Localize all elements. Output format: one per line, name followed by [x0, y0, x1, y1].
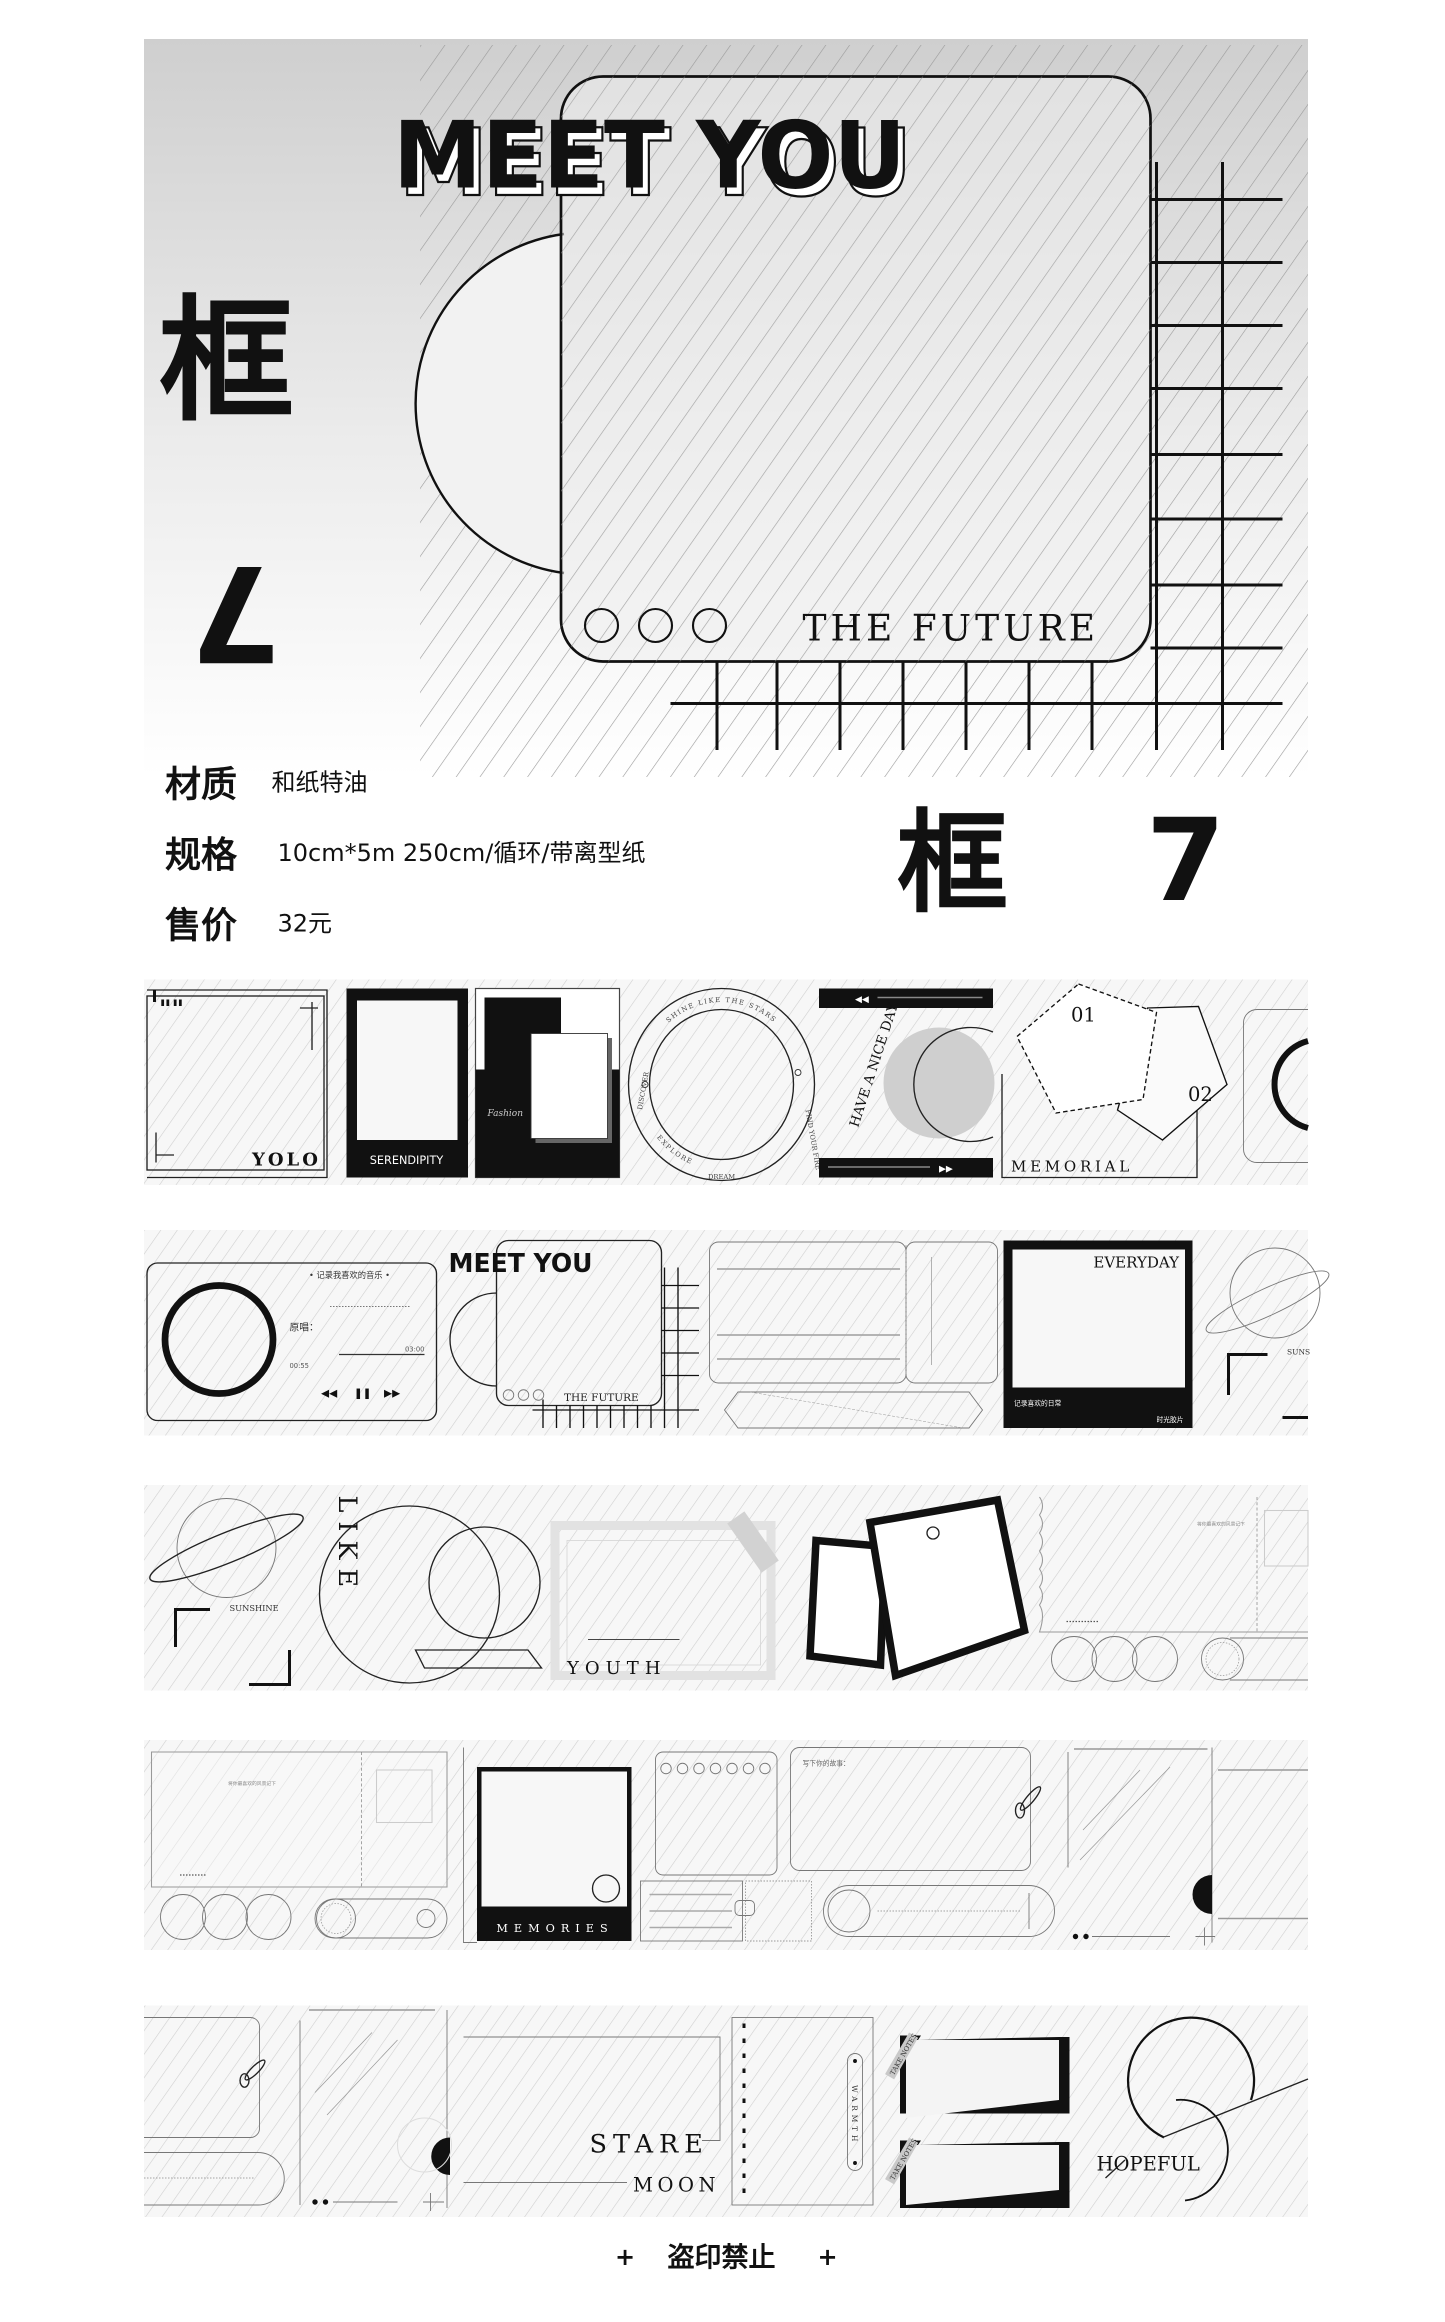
- frame-hatch: [561, 76, 1151, 662]
- like-vertical-label: LIKE: [332, 1496, 362, 1597]
- no-copy-notice: 盗印禁止: [668, 2243, 776, 2274]
- mini-meet-you-label: MEET YOU: [449, 1249, 593, 1279]
- stamp-caption: 将你最喜欢的风景记下: [228, 1780, 276, 1787]
- tape-strip-4: 将你最喜欢的风景记下 MEMORIES 写下你的故事：: [150, 1747, 1309, 1946]
- corner-line-frame: [1067, 1747, 1309, 1946]
- corner-line-frame-2: [299, 2009, 453, 2211]
- youth-frame: YOUTH: [550, 1511, 779, 1680]
- headline-meet-you: MEET YOU: [393, 102, 906, 210]
- fashion-label: Fashion: [487, 1109, 524, 1119]
- singer-label: 原唱：: [290, 1322, 319, 1334]
- tilted-polaroids: [806, 1495, 1029, 1681]
- spec-value-size: 10cm*5m 250cm/循环/带离型纸: [278, 839, 646, 867]
- rewind-icon: ◀◀: [321, 1388, 338, 1400]
- paperclip-icon: [239, 2059, 266, 2088]
- strip-4-hatch: [144, 1740, 1309, 1950]
- dot-circle-2: [637, 607, 674, 644]
- yolo-frame: "" YOLO: [146, 989, 328, 1179]
- quote-marks-icon: "": [159, 995, 184, 1023]
- tape-strip-3: SUNSHINE LIKE YOUTH 将你最喜欢的风景记下: [149, 1495, 1309, 1686]
- side-number-seven: 7: [190, 535, 282, 689]
- film-caption: 时光胶片: [1156, 1415, 1183, 1424]
- pause-icon: ❚❚: [354, 1388, 372, 1400]
- like-circles-frame: LIKE: [318, 1496, 543, 1684]
- mini-meet-you-frame: MEET YOU THE FUTURE: [449, 1239, 700, 1428]
- product-number: 7: [1146, 794, 1225, 927]
- spec-value-price: 32元: [278, 910, 333, 938]
- strip-3-hatch: [144, 1485, 1309, 1691]
- spec-label-size: 规格: [165, 835, 238, 876]
- memories-label: MEMORIES: [496, 1922, 613, 1935]
- moon-label: MOON: [633, 2174, 720, 2197]
- story-prompt: 写下你的故事：: [803, 1759, 850, 1768]
- sunshine-label: SUNSHINE: [230, 1603, 279, 1613]
- mini-the-future-label: THE FUTURE: [564, 1392, 639, 1404]
- plus-icon-left: +: [615, 2243, 635, 2271]
- hopeful-frame: HOPEFUL: [1097, 2016, 1309, 2202]
- footer-notice: + 盗印禁止 +: [615, 2243, 838, 2274]
- stare-moon-frame: STARE MOON: [463, 2036, 721, 2197]
- product-title: 框: [897, 800, 1008, 929]
- dot-circle-1: [583, 607, 620, 644]
- stamp-ticket: 将你最喜欢的风景记下: [150, 1751, 448, 1940]
- rewind-icon: ◀◀: [855, 995, 869, 1005]
- everyday-label: EVERYDAY: [1093, 1254, 1180, 1272]
- yolo-label: YOLO: [251, 1150, 321, 1171]
- spec-value-material: 和纸特油: [272, 769, 368, 797]
- number-01: 01: [1071, 1004, 1096, 1027]
- youth-label: YOUTH: [566, 1658, 667, 1679]
- serendipity-frame: SERENDIPITY: [346, 988, 469, 1178]
- sunshine-partial-label: SUNS: [1287, 1348, 1310, 1357]
- circle-frame-partial: [1243, 1009, 1309, 1163]
- fashion-frame: Fashion: [474, 987, 621, 1179]
- music-player-frame: • 记录我喜欢的音乐 • 原唱： 03:00 00:55 ◀◀ ❚❚ ▶▶: [146, 1262, 438, 1422]
- spec-label-material: 材质: [165, 765, 237, 806]
- ticket-frame: [709, 1241, 998, 1429]
- forward-icon: ▶▶: [939, 1165, 953, 1175]
- warmth-label: WARMTH: [850, 2085, 859, 2145]
- everyday-photo-frame: EVERYDAY 记录喜欢的日常 时光胶片: [1003, 1240, 1193, 1428]
- strip-5-hatch: [144, 2005, 1309, 2217]
- planet-frame: SUNSHINE: [149, 1498, 304, 1686]
- serendipity-label: SERENDIPITY: [370, 1154, 444, 1167]
- memorial-label: MEMORIAL: [1011, 1158, 1133, 1176]
- time-current: 00:55: [290, 1362, 309, 1370]
- hero-banner: MEET YOU MEET YOU THE FUTURE 框 7: [144, 39, 1309, 777]
- tagline-the-future: THE FUTURE: [803, 609, 1098, 650]
- notebook-page: WARMTH: [731, 2017, 874, 2206]
- grid-lines: [670, 162, 1283, 750]
- stamp-ticket-partial: 将你最喜欢的风景记下: [1038, 1496, 1309, 1682]
- hopeful-label: HOPEFUL: [1097, 2153, 1200, 2176]
- music-title: • 记录我喜欢的音乐 •: [309, 1270, 390, 1280]
- notepad-frame: [640, 1751, 812, 1942]
- memorial-pentagon-frame: 01 02 MEMORIAL: [1001, 983, 1228, 1179]
- number-02: 02: [1188, 1083, 1213, 1106]
- forward-icon: ▶▶: [384, 1388, 401, 1400]
- story-note-card: 写下你的故事：: [790, 1747, 1055, 1937]
- plus-icon-right: +: [818, 2243, 838, 2271]
- side-title-kuang: 框: [159, 283, 294, 440]
- planet-frame-partial: SUNS: [1205, 1247, 1330, 1419]
- half-circle-shape: [414, 232, 565, 575]
- stare-label: STARE: [590, 2130, 709, 2160]
- paperclip-icon: [1014, 1786, 1042, 1819]
- dot-circle-3: [691, 607, 728, 644]
- stamp-caption: 将你最喜欢的风景记下: [1197, 1521, 1245, 1528]
- ring-text-dream: DREAM: [708, 1173, 735, 1181]
- everyday-caption: 记录喜欢的日常: [1014, 1399, 1062, 1408]
- spec-list: 材质 和纸特油 规格 10cm*5m 250cm/循环/带离型纸 售价 32元 …: [165, 765, 1225, 947]
- time-total: 03:00: [405, 1346, 424, 1354]
- headline-shadow: MEET YOU: [399, 109, 912, 217]
- tape-strip-2: • 记录我喜欢的音乐 • 原唱： 03:00 00:55 ◀◀ ❚❚ ▶▶: [146, 1239, 1330, 1429]
- pinned-card-partial: [144, 2017, 285, 2206]
- spec-label-price: 售价: [165, 906, 237, 947]
- memories-photo-frame: MEMORIES: [463, 1747, 632, 1943]
